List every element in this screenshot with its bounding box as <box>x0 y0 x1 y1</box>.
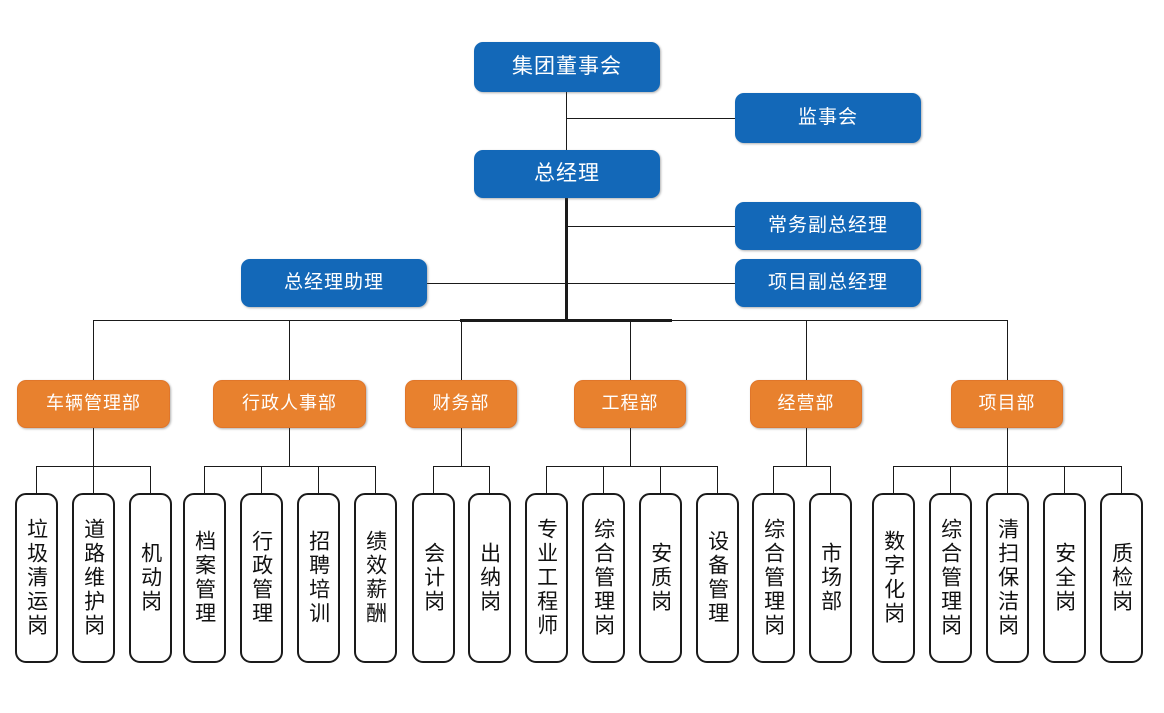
position-label: 招聘培训 <box>306 530 331 626</box>
position-label: 市场部 <box>818 542 843 614</box>
connector-dept-5-leaf-0 <box>893 466 894 493</box>
position-label: 道路维护岗 <box>81 518 106 638</box>
position-label: 综合管理岗 <box>591 518 616 638</box>
connector-dept-3-bus <box>546 466 718 467</box>
connector-board-to-supervisory <box>566 118 735 119</box>
node-general-manager[interactable]: 总经理 <box>474 150 660 198</box>
position-box-safety-quality[interactable]: 安质岗 <box>639 493 682 663</box>
connector-dept-3-leaf-3 <box>717 466 718 493</box>
connector-dept-2-bus <box>433 466 490 467</box>
position-box-market[interactable]: 市场部 <box>809 493 852 663</box>
position-box-road-maintenance[interactable]: 道路维护岗 <box>72 493 115 663</box>
position-label: 出纳岗 <box>477 542 502 614</box>
connector-bus-to-dept-0 <box>93 320 94 380</box>
connector-dept-2-leaf-0 <box>433 466 434 493</box>
connector-dept-4-leaf-1 <box>830 466 831 493</box>
connector-gm-to-deputy-project <box>566 283 735 284</box>
node-department-finance[interactable]: 财务部 <box>405 380 517 428</box>
connector-dept-5-stem <box>1007 428 1008 466</box>
position-box-equipment-management[interactable]: 设备管理 <box>696 493 739 663</box>
department-bus-center <box>460 319 672 322</box>
position-box-professional-engineer[interactable]: 专业工程师 <box>525 493 568 663</box>
position-label: 安全岗 <box>1052 542 1077 614</box>
position-label: 综合管理岗 <box>938 518 963 638</box>
position-label: 会计岗 <box>421 542 446 614</box>
node-board[interactable]: 集团董事会 <box>474 42 660 92</box>
connector-dept-0-leaf-1 <box>93 466 94 493</box>
position-label: 绩效薪酬 <box>363 530 388 626</box>
position-box-operations-comprehensive-management[interactable]: 综合管理岗 <box>752 493 795 663</box>
connector-dept-0-leaf-0 <box>36 466 37 493</box>
position-box-recruitment-training[interactable]: 招聘培训 <box>297 493 340 663</box>
position-box-administrative-management[interactable]: 行政管理 <box>240 493 283 663</box>
connector-dept-1-leaf-3 <box>375 466 376 493</box>
position-label: 数字化岗 <box>881 530 906 626</box>
connector-dept-2-stem <box>461 428 462 466</box>
node-department-vehicle-management[interactable]: 车辆管理部 <box>17 380 170 428</box>
connector-board-to-gm <box>566 92 567 152</box>
connector-dept-3-leaf-0 <box>546 466 547 493</box>
node-deputy-executive-manager[interactable]: 常务副总经理 <box>735 202 921 250</box>
department-bus-left <box>93 320 461 321</box>
node-department-operations[interactable]: 经营部 <box>750 380 862 428</box>
position-box-engineering-comprehensive-management[interactable]: 综合管理岗 <box>582 493 625 663</box>
connector-dept-0-leaf-2 <box>150 466 151 493</box>
connector-bus-to-dept-2 <box>461 320 462 380</box>
connector-dept-3-leaf-2 <box>660 466 661 493</box>
position-label: 垃圾清运岗 <box>24 518 49 638</box>
position-box-safety[interactable]: 安全岗 <box>1043 493 1086 663</box>
connector-gm-to-deputy-executive <box>566 226 735 227</box>
node-department-administration-hr[interactable]: 行政人事部 <box>213 380 366 428</box>
position-label: 清扫保洁岗 <box>995 518 1020 638</box>
department-bus-right <box>671 320 1008 321</box>
node-gm-assistant[interactable]: 总经理助理 <box>241 259 427 307</box>
connector-dept-2-leaf-1 <box>489 466 490 493</box>
connector-bus-to-dept-1 <box>289 320 290 380</box>
connector-gm-to-assistant <box>427 283 566 284</box>
connector-dept-4-bus <box>773 466 831 467</box>
position-label: 设备管理 <box>705 530 730 626</box>
connector-dept-5-leaf-4 <box>1121 466 1122 493</box>
position-box-cashier[interactable]: 出纳岗 <box>468 493 511 663</box>
connector-dept-0-stem <box>93 428 94 466</box>
position-box-performance-compensation[interactable]: 绩效薪酬 <box>354 493 397 663</box>
connector-bus-to-dept-3 <box>630 320 631 380</box>
connector-dept-3-leaf-1 <box>603 466 604 493</box>
connector-dept-4-stem <box>806 428 807 466</box>
node-department-project[interactable]: 项目部 <box>951 380 1063 428</box>
connector-dept-1-stem <box>289 428 290 466</box>
connector-bus-to-dept-4 <box>806 320 807 380</box>
position-label: 综合管理岗 <box>761 518 786 638</box>
position-label: 行政管理 <box>249 530 274 626</box>
position-label: 专业工程师 <box>534 518 559 638</box>
connector-dept-1-leaf-2 <box>318 466 319 493</box>
node-deputy-project-manager[interactable]: 项目副总经理 <box>735 259 921 307</box>
position-box-sweeping-cleaning[interactable]: 清扫保洁岗 <box>986 493 1029 663</box>
connector-gm-trunk <box>565 198 568 322</box>
connector-dept-1-bus <box>204 466 376 467</box>
position-box-project-comprehensive-management[interactable]: 综合管理岗 <box>929 493 972 663</box>
position-label: 机动岗 <box>138 542 163 614</box>
position-label: 质检岗 <box>1109 542 1134 614</box>
position-box-archive-management[interactable]: 档案管理 <box>183 493 226 663</box>
position-label: 安质岗 <box>648 542 673 614</box>
node-department-engineering[interactable]: 工程部 <box>574 380 686 428</box>
connector-dept-1-leaf-1 <box>261 466 262 493</box>
connector-dept-4-leaf-0 <box>773 466 774 493</box>
connector-dept-1-leaf-0 <box>204 466 205 493</box>
position-box-accounting[interactable]: 会计岗 <box>412 493 455 663</box>
connector-dept-5-leaf-2 <box>1007 466 1008 493</box>
position-box-garbage-transport[interactable]: 垃圾清运岗 <box>15 493 58 663</box>
connector-dept-5-leaf-1 <box>950 466 951 493</box>
connector-dept-5-leaf-3 <box>1064 466 1065 493</box>
connector-bus-to-dept-5 <box>1007 320 1008 380</box>
position-box-digitalization[interactable]: 数字化岗 <box>872 493 915 663</box>
connector-dept-3-stem <box>630 428 631 466</box>
node-supervisory-board[interactable]: 监事会 <box>735 93 921 143</box>
position-box-flexible-duty[interactable]: 机动岗 <box>129 493 172 663</box>
position-box-quality-inspection[interactable]: 质检岗 <box>1100 493 1143 663</box>
position-label: 档案管理 <box>192 530 217 626</box>
